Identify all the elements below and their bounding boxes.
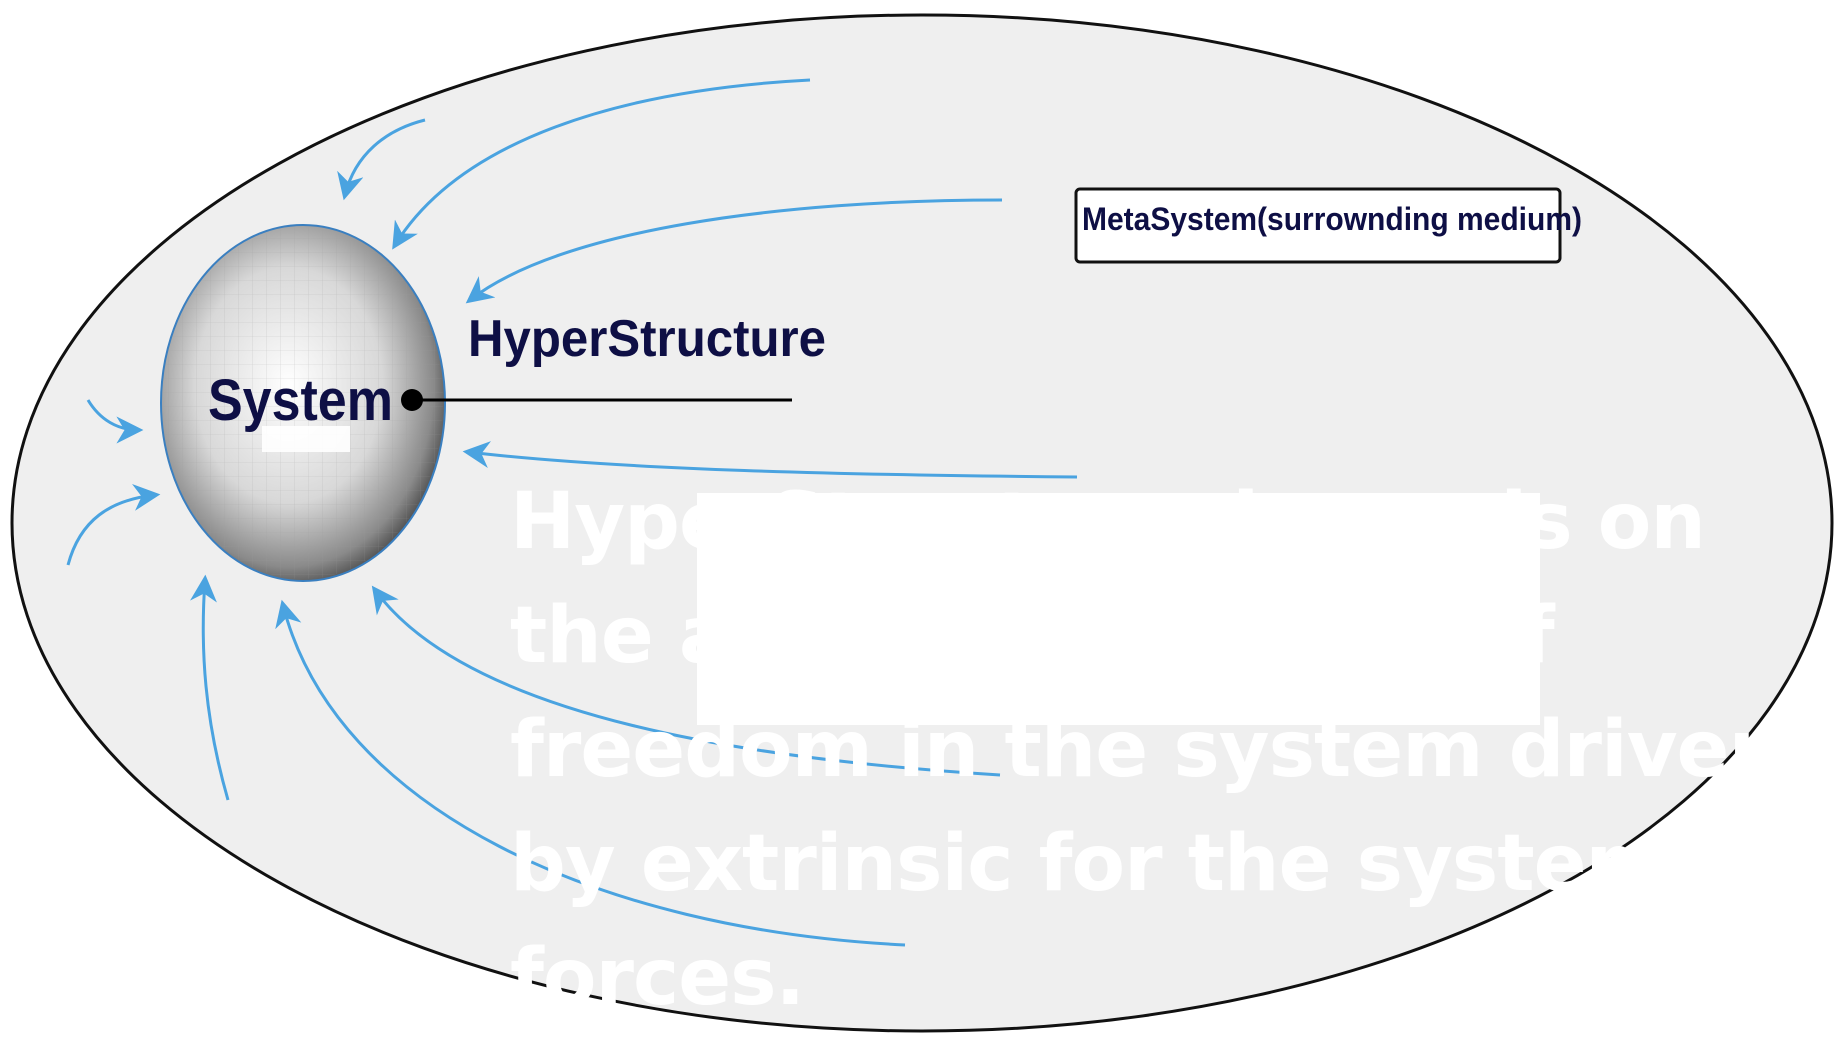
arrow-top-inner (337, 118, 426, 201)
caption-mask (697, 493, 1540, 725)
arrow-lower-1 (371, 585, 1001, 777)
arrow-top-outer (392, 78, 811, 250)
hyperstructure-connector (401, 389, 792, 411)
inflow-arrows (66, 78, 1078, 947)
metasystem-box (1074, 187, 1562, 264)
system-sphere (160, 224, 446, 582)
arrow-left-lower (66, 483, 161, 566)
metasystem-label: MetaSystem(surrownding medium) (1082, 201, 1582, 237)
arrow-upper-right (465, 198, 1003, 304)
arrow-middle (462, 441, 1078, 479)
arrow-left-upper (86, 399, 144, 444)
arrow-lower-3 (189, 574, 230, 801)
arrow-lower-2 (275, 599, 906, 947)
hyperstructure-label: HyperStructure (468, 310, 826, 368)
system-label: System (208, 367, 393, 432)
